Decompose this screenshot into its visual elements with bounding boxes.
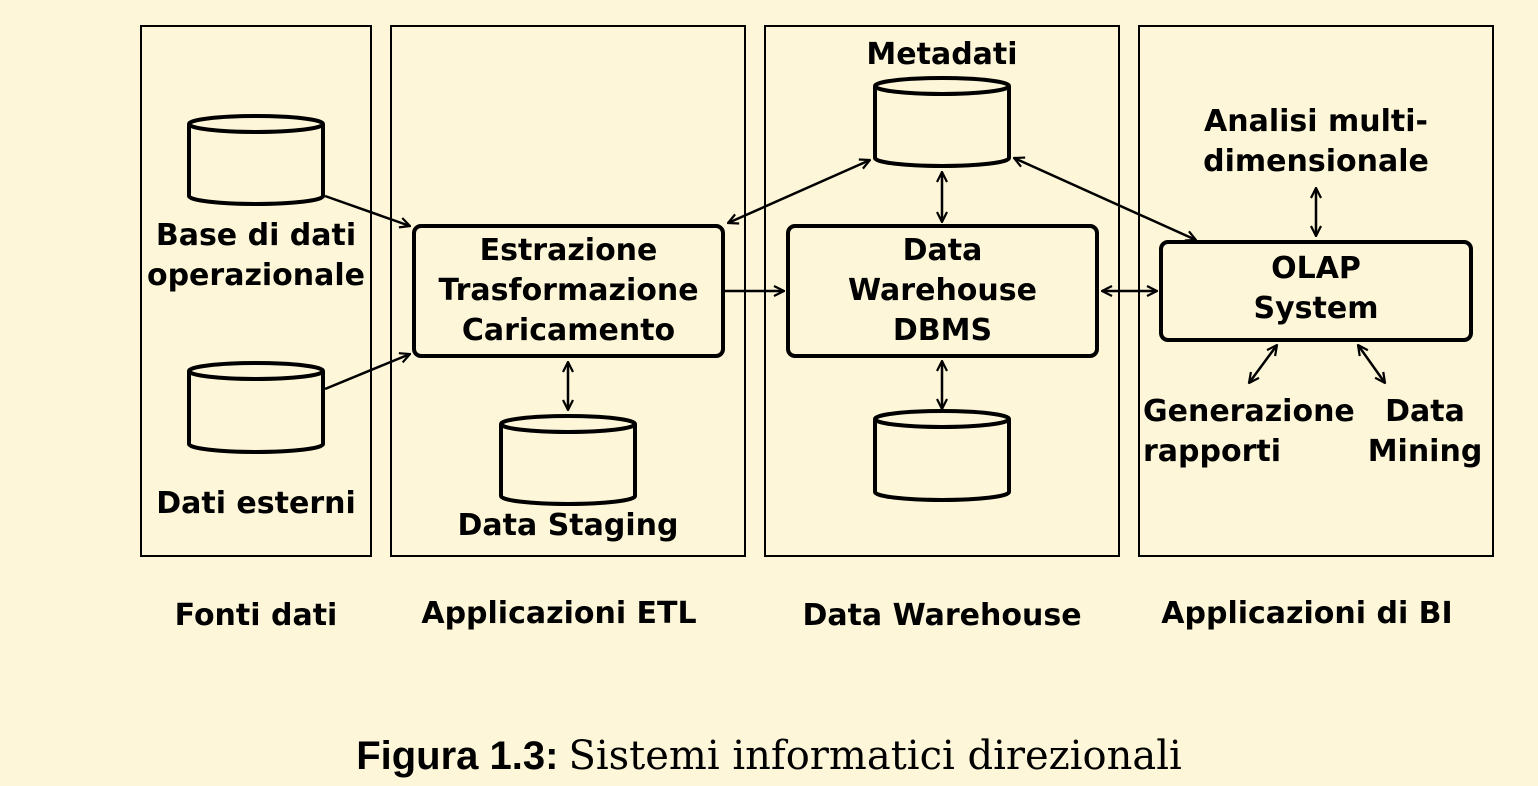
- database-cylinder-operational: [187, 114, 325, 206]
- caption-label: Figura 1.3:: [356, 734, 559, 778]
- column-title-bi: Applicazioni di BI: [1161, 596, 1453, 631]
- mining-label: Data Mining: [1367, 394, 1483, 469]
- staging-label: Data Staging: [457, 508, 679, 543]
- arrow-olap-mining: [1358, 345, 1385, 383]
- arrow-olap-reports: [1249, 345, 1277, 383]
- database-cylinder-external: [187, 361, 325, 454]
- reports-label: Generazione rapporti: [1143, 394, 1355, 469]
- olap-label: OLAP System: [1253, 251, 1379, 326]
- column-title-dw: Data Warehouse: [802, 598, 1082, 633]
- caption-text: Sistemi informatici direzionali: [568, 733, 1182, 779]
- arrow-external-to-etl: [324, 354, 410, 391]
- figure-caption: Figura 1.3: Sistemi informatici direzion…: [0, 728, 1538, 784]
- column-title-fonti: Fonti dati: [174, 598, 338, 633]
- arrow-metadata-olap: [1014, 158, 1196, 240]
- dw-dbms-label: Data Warehouse DBMS: [848, 233, 1037, 348]
- multidim-label: Analisi multi- dimensionale: [1203, 104, 1429, 179]
- olap-box: [1159, 240, 1473, 342]
- dw-dbms-box: [786, 224, 1099, 358]
- column-frame-fonti: [140, 25, 372, 557]
- operational-db-label: Base di dati operazionale: [146, 218, 366, 293]
- metadata-label: Metadati: [866, 37, 1018, 72]
- etl-process-box: [412, 224, 725, 358]
- database-cylinder-staging: [499, 414, 637, 506]
- arrow-metadata-etl: [728, 160, 870, 223]
- database-cylinder-metadata: [873, 76, 1011, 168]
- external-data-label: Dati esterni: [156, 486, 356, 521]
- database-cylinder-warehouse: [873, 409, 1011, 502]
- column-title-etl: Applicazioni ETL: [421, 596, 697, 631]
- arrow-operational-to-etl: [324, 194, 410, 226]
- etl-process-label: Estrazione Trasformazione Caricamento: [438, 233, 699, 348]
